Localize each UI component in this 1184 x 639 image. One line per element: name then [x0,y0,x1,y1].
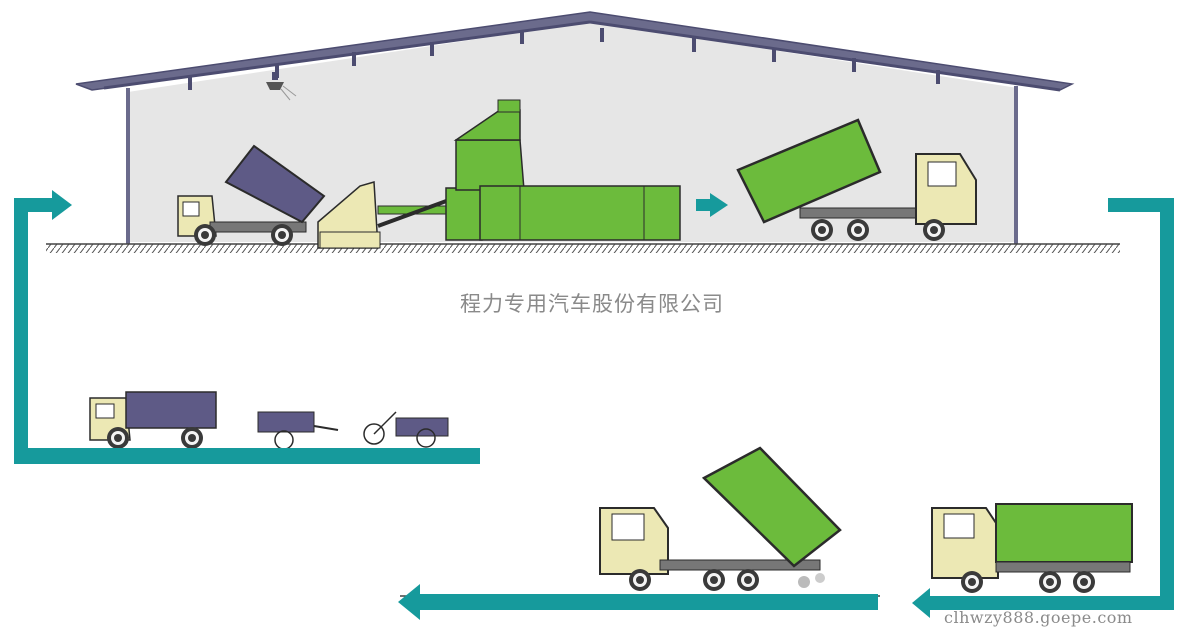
compactor-station [317,99,681,249]
right-arrow-icon [52,190,72,220]
flow-left-riser [14,198,28,464]
roof-trusses [188,28,940,90]
right-column [1014,86,1018,244]
flow-path [14,190,1174,620]
dump-truck-unloading [177,144,326,246]
collection-vehicles [89,391,449,450]
watermark: clhwzy888.goepe.com [944,608,1133,627]
left-arrow-icon [912,588,930,618]
hooklift-truck-dumping [599,446,842,591]
right-arrow-icon [710,193,728,217]
hooklift-truck-arriving [931,503,1133,593]
company-caption: 程力专用汽车股份有限公司 [460,292,724,316]
left-column [126,88,130,244]
flow-bottom-left [14,448,480,464]
hall-ground [46,244,1120,253]
flow-right-top [1108,198,1174,212]
roof-lamp-icon [266,72,297,101]
hooklift-truck-loading [736,118,977,241]
flow-bottom-middle [418,594,878,610]
flow-right-riser [1160,198,1174,608]
compactor-container [479,185,681,241]
left-arrow-icon [398,584,420,620]
